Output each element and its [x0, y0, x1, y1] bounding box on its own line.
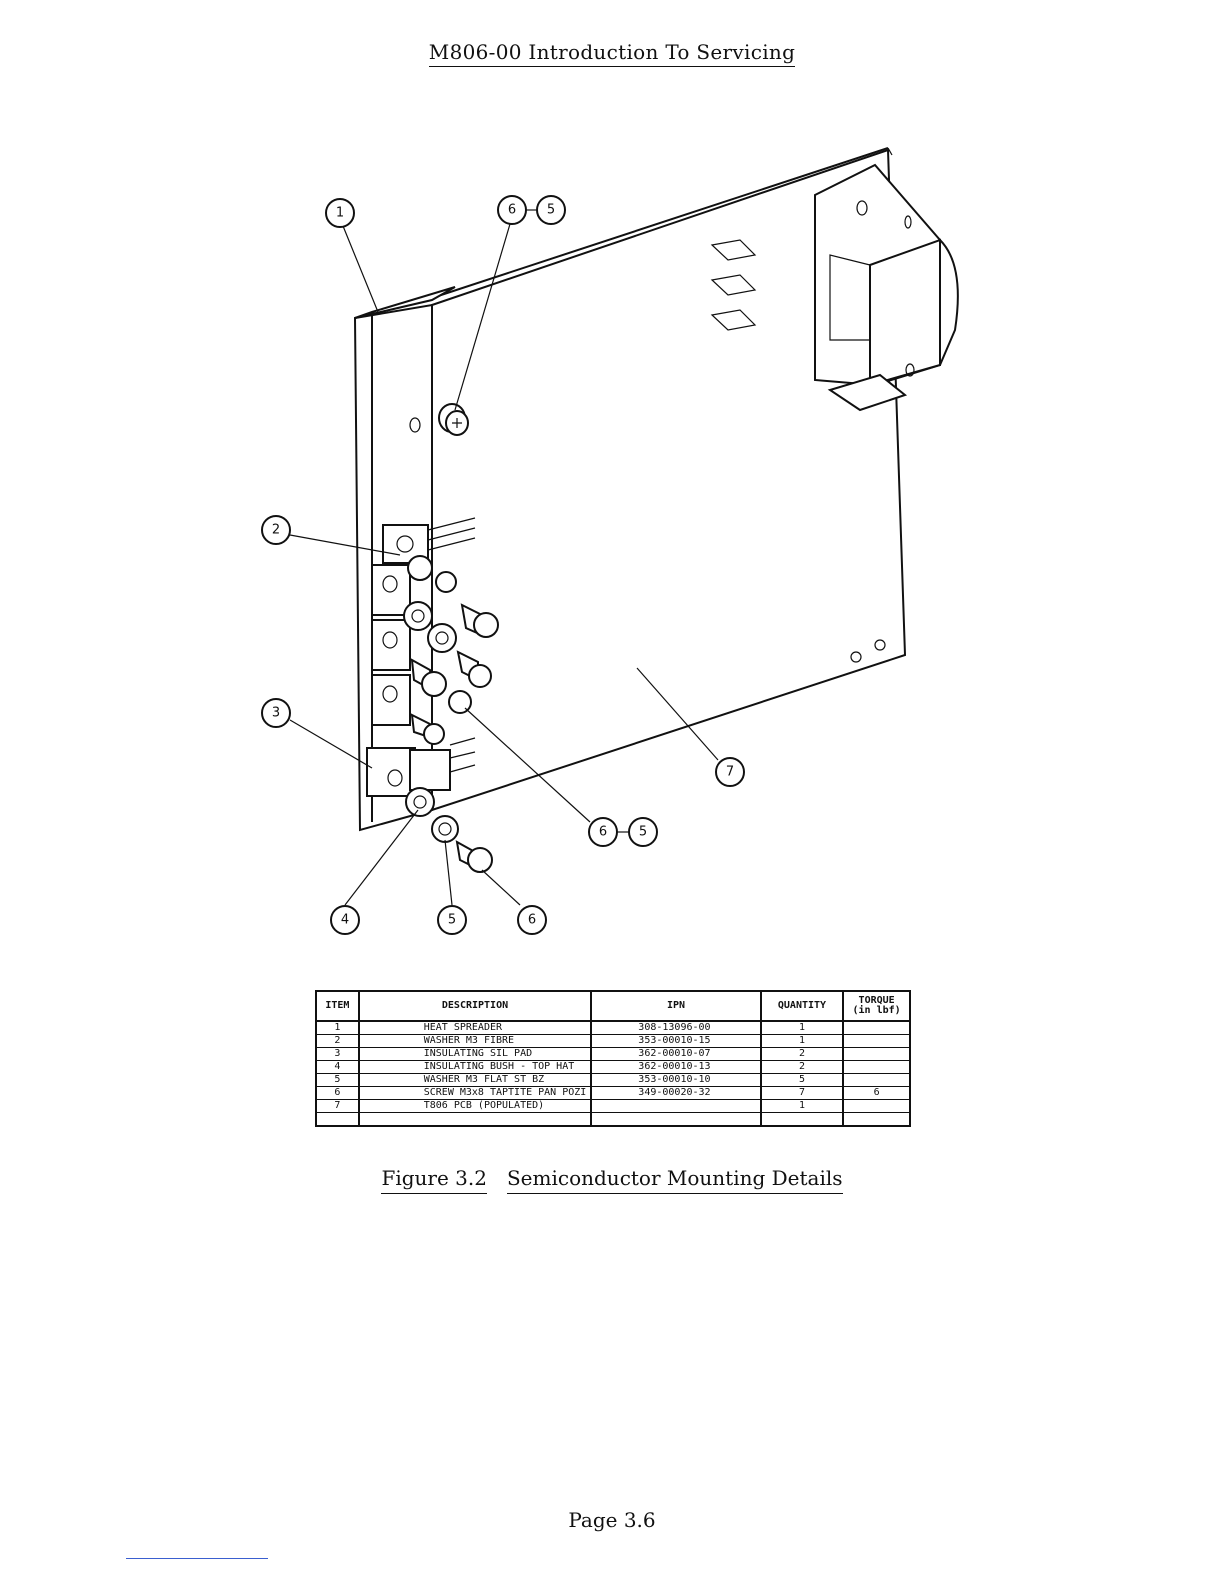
callout-label: 5 — [639, 825, 647, 840]
col-header-quantity: QUANTITY — [759, 990, 845, 1022]
cell-quantity: 5 — [759, 1073, 845, 1087]
cell-ipn: 353-00010-10 — [590, 1073, 762, 1087]
cell-quantity: 1 — [759, 1021, 845, 1035]
table-row: 7 T806 PCB (POPULATED) 1 — [315, 1099, 911, 1113]
callout-label: 2 — [272, 523, 280, 538]
cell-torque — [842, 1021, 911, 1035]
cell-ipn: 362-00010-13 — [590, 1060, 762, 1074]
table-header-row: ITEM DESCRIPTION IPN QUANTITY TORQUE (in… — [315, 990, 911, 1022]
callout-label: 3 — [272, 706, 280, 721]
cell-torque — [842, 1047, 911, 1061]
cell-item: 6 — [315, 1086, 360, 1100]
page-number: Page 3.6 — [568, 1508, 656, 1532]
callout-label: 4 — [341, 913, 349, 928]
callout-balloon-6-top: 6 — [497, 195, 527, 225]
callout-balloon-3: 3 — [261, 698, 291, 728]
callout-label: 6 — [528, 913, 536, 928]
cell-quantity: 1 — [759, 1034, 845, 1048]
callout-label: 5 — [448, 913, 456, 928]
table-row: 4 INSULATING BUSH - TOP HAT 362-00010-13… — [315, 1060, 911, 1074]
parts-list-table: ITEM DESCRIPTION IPN QUANTITY TORQUE (in… — [315, 990, 911, 1127]
cell-description: HEAT SPREADER — [357, 1021, 593, 1035]
col-header-description: DESCRIPTION — [357, 990, 593, 1022]
callout-label: 6 — [599, 825, 607, 840]
torque-label: TORQUE — [858, 995, 895, 1006]
cell-torque — [842, 1060, 911, 1074]
cell-description: SCREW M3x8 TAPTITE PAN POZI — [357, 1086, 593, 1100]
figure-caption: Figure 3.2 Semiconductor Mounting Details — [0, 1166, 1224, 1194]
cell-torque — [842, 1073, 911, 1087]
callout-balloon-4: 4 — [330, 905, 360, 935]
footnote-rule — [126, 1558, 268, 1559]
cell-item: 7 — [315, 1099, 360, 1113]
torque-unit: (in lbf) — [852, 1005, 901, 1016]
pcb-terminal-tabs — [710, 239, 757, 331]
table-row: 6 SCREW M3x8 TAPTITE PAN POZI 349-00020-… — [315, 1086, 911, 1100]
cell-quantity: 2 — [759, 1047, 845, 1061]
callout-balloon-6-mid: 6 — [588, 817, 618, 847]
cell-torque — [842, 1099, 911, 1113]
callout-label: 6 — [508, 203, 516, 218]
cell-quantity: 2 — [759, 1060, 845, 1074]
cell-item: 3 — [315, 1047, 360, 1061]
table-row: 3 INSULATING SIL PAD 362-00010-07 2 — [315, 1047, 911, 1061]
cell-quantity: 1 — [759, 1099, 845, 1113]
cell-description: WASHER M3 FLAT ST BZ — [357, 1073, 593, 1087]
fastener-stack — [403, 555, 886, 873]
cell-item: 2 — [315, 1034, 360, 1048]
top-screw — [438, 403, 469, 436]
cell-item: 4 — [315, 1060, 360, 1074]
callout-balloon-5-bottom: 5 — [437, 905, 467, 935]
cell-description: INSULATING SIL PAD — [357, 1047, 593, 1061]
cell-empty — [590, 1112, 762, 1127]
cell-ipn: 362-00010-07 — [590, 1047, 762, 1061]
callout-label: 5 — [547, 203, 555, 218]
exploded-assembly-drawing: 1 6 5 2 3 7 6 5 4 5 6 — [261, 147, 959, 935]
cell-description: WASHER M3 FIBRE — [357, 1034, 593, 1048]
leader-lines — [289, 223, 719, 906]
callout-label: 7 — [726, 765, 734, 780]
page-header: M806-00 Introduction To Servicing — [0, 40, 1224, 67]
callout-balloon-1: 1 — [325, 198, 355, 228]
semiconductor-packages — [366, 517, 476, 797]
cell-ipn: 308-13096-00 — [590, 1021, 762, 1035]
callout-label: 1 — [336, 206, 344, 221]
figure-number: Figure 3.2 — [381, 1166, 487, 1194]
cell-ipn: 349-00020-32 — [590, 1086, 762, 1100]
figure-title: Semiconductor Mounting Details — [506, 1166, 843, 1194]
cell-ipn: 353-00010-15 — [590, 1034, 762, 1048]
cell-torque — [842, 1034, 911, 1048]
connector-block — [814, 163, 959, 412]
cell-empty — [842, 1112, 911, 1127]
col-header-ipn: IPN — [590, 990, 762, 1022]
cell-description: T806 PCB (POPULATED) — [357, 1099, 593, 1113]
col-header-torque: TORQUE (in lbf) — [842, 990, 911, 1022]
table-row: 2 WASHER M3 FIBRE 353-00010-15 1 — [315, 1034, 911, 1048]
table-row: 1 HEAT SPREADER 308-13096-00 1 — [315, 1021, 911, 1035]
cell-ipn — [590, 1099, 762, 1113]
document-title: M806-00 Introduction To Servicing — [428, 40, 796, 67]
cell-empty — [759, 1112, 845, 1127]
callout-balloon-5-mid: 5 — [617, 817, 658, 847]
callout-balloon-6-bottom: 6 — [517, 905, 547, 935]
cell-torque: 6 — [842, 1086, 911, 1100]
cell-quantity: 7 — [759, 1086, 845, 1100]
cell-empty — [315, 1112, 360, 1127]
table-row: 5 WASHER M3 FLAT ST BZ 353-00010-10 5 — [315, 1073, 911, 1087]
callout-balloon-2: 2 — [261, 515, 291, 545]
col-header-item: ITEM — [315, 990, 360, 1022]
callout-balloon-5-top: 5 — [526, 195, 566, 225]
table-row-blank — [315, 1112, 911, 1127]
cell-description: INSULATING BUSH - TOP HAT — [357, 1060, 593, 1074]
cell-item: 5 — [315, 1073, 360, 1087]
cell-item: 1 — [315, 1021, 360, 1035]
cell-empty — [357, 1112, 593, 1127]
callout-balloon-7: 7 — [715, 757, 745, 787]
